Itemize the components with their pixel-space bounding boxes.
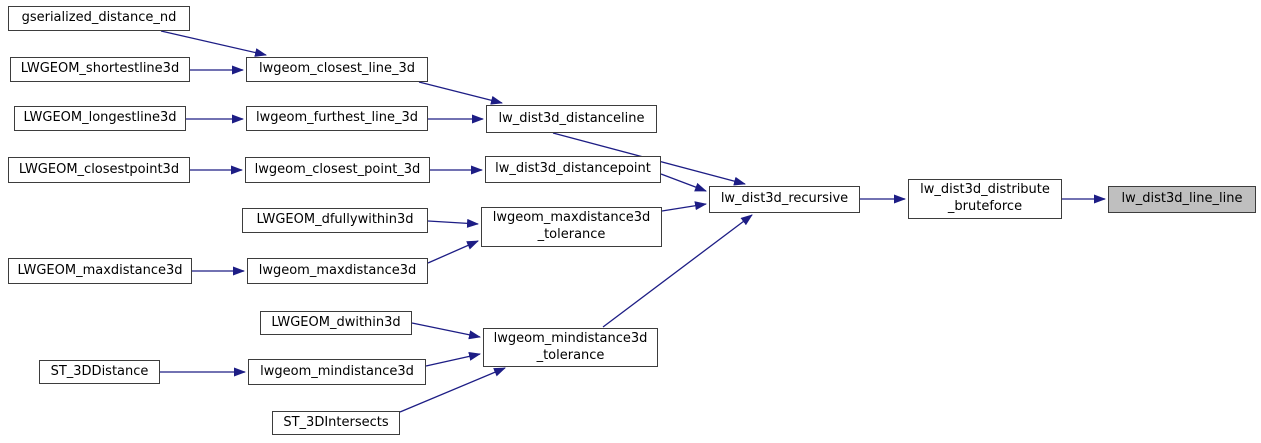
node-label: LWGEOM_shortestline3d: [20, 61, 180, 77]
edge-lwgeom_closest_line_3d-to-lw_dist3d_distanceline: [418, 81, 503, 105]
node-label: lwgeom_furthest_line_3d: [256, 110, 418, 126]
node-label: LWGEOM_closestpoint3d: [18, 161, 180, 177]
node-lwgeom_closest_point_3d[interactable]: lwgeom_closest_point_3d: [245, 157, 430, 183]
edge-LWGEOM_dfullywithin3d-to-lwgeom_maxdistance3d_tolerance: [427, 218, 479, 228]
node-lw_dist3d_distancepoint[interactable]: lw_dist3d_distancepoint: [485, 156, 661, 183]
edge-lwgeom_mindistance3d-to-lwgeom_mindistance3d_tolerance: [425, 351, 481, 367]
node-label: lwgeom_closest_line_3d: [259, 61, 415, 77]
node-lw_dist3d_distribute_bruteforce[interactable]: lw_dist3d_distribute_bruteforce: [908, 179, 1062, 219]
node-LWGEOM_shortestline3d[interactable]: LWGEOM_shortestline3d: [10, 57, 190, 82]
node-label: lw_dist3d_recursive: [720, 191, 849, 207]
node-label: lwgeom_mindistance3d: [493, 330, 648, 346]
edge-lwgeom_mindistance3d_tolerance-to-lw_dist3d_recursive: [602, 214, 753, 328]
node-LWGEOM_maxdistance3d[interactable]: LWGEOM_maxdistance3d: [8, 258, 192, 284]
node-label: gserialized_distance_nd: [21, 10, 177, 26]
node-ST_3DDistance[interactable]: ST_3DDistance: [39, 360, 160, 384]
node-label: lwgeom_maxdistance3d: [258, 262, 417, 278]
node-label: _bruteforce: [947, 199, 1023, 214]
node-label: _tolerance: [537, 227, 606, 242]
node-LWGEOM_closestpoint3d[interactable]: LWGEOM_closestpoint3d: [8, 157, 190, 183]
node-gserialized_distance_nd[interactable]: gserialized_distance_nd: [8, 6, 190, 31]
edge-lw_dist3d_distancepoint-to-lw_dist3d_recursive: [660, 173, 707, 192]
edge-LWGEOM_dwithin3d-to-lwgeom_mindistance3d_tolerance: [411, 322, 481, 340]
node-lw_dist3d_line_line: lw_dist3d_line_line: [1108, 186, 1256, 213]
node-lwgeom_mindistance3d[interactable]: lwgeom_mindistance3d: [248, 359, 426, 385]
node-label: lwgeom_closest_point_3d: [254, 161, 421, 177]
node-lwgeom_closest_line_3d[interactable]: lwgeom_closest_line_3d: [246, 57, 428, 82]
node-lwgeom_maxdistance3d[interactable]: lwgeom_maxdistance3d: [247, 258, 428, 284]
edge-lwgeom_maxdistance3d_tolerance-to-lw_dist3d_recursive: [661, 201, 707, 212]
node-label: ST_3DIntersects: [283, 414, 389, 430]
node-label: LWGEOM_dfullywithin3d: [256, 212, 414, 228]
node-label: lw_dist3d_distanceline: [498, 110, 645, 126]
node-label: lwgeom_mindistance3d: [260, 363, 414, 379]
edge-lwgeom_maxdistance3d-to-lwgeom_maxdistance3d_tolerance: [427, 240, 479, 264]
node-label: lw_dist3d_line_line: [1121, 191, 1243, 207]
node-LWGEOM_dwithin3d[interactable]: LWGEOM_dwithin3d: [260, 311, 412, 335]
node-label: lw_dist3d_distancepoint: [495, 161, 651, 177]
node-label: LWGEOM_dwithin3d: [271, 314, 401, 330]
node-ST_3DIntersects[interactable]: ST_3DIntersects: [272, 411, 400, 435]
node-label: LWGEOM_longestline3d: [23, 110, 177, 126]
node-lwgeom_furthest_line_3d[interactable]: lwgeom_furthest_line_3d: [246, 106, 428, 131]
node-label: LWGEOM_maxdistance3d: [17, 262, 183, 278]
node-label: _tolerance: [536, 347, 605, 363]
node-lwgeom_mindistance3d_tolerance[interactable]: lwgeom_mindistance3d_tolerance: [483, 328, 658, 367]
edge-ST_3DIntersects-to-lwgeom_mindistance3d_tolerance: [399, 367, 506, 413]
node-lw_dist3d_distanceline[interactable]: lw_dist3d_distanceline: [486, 105, 657, 133]
edge-gserialized_distance_nd-to-lwgeom_closest_line_3d: [160, 30, 267, 57]
node-lw_dist3d_recursive[interactable]: lw_dist3d_recursive: [709, 186, 860, 213]
node-lwgeom_maxdistance3d_tolerance[interactable]: lwgeom_maxdistance3d_tolerance: [481, 207, 662, 247]
node-LWGEOM_dfullywithin3d[interactable]: LWGEOM_dfullywithin3d: [242, 208, 428, 233]
node-label: lwgeom_maxdistance3d: [492, 210, 651, 226]
node-label: lw_dist3d_distribute: [920, 182, 1050, 198]
node-label: ST_3DDistance: [50, 363, 149, 379]
node-LWGEOM_longestline3d[interactable]: LWGEOM_longestline3d: [14, 106, 186, 131]
